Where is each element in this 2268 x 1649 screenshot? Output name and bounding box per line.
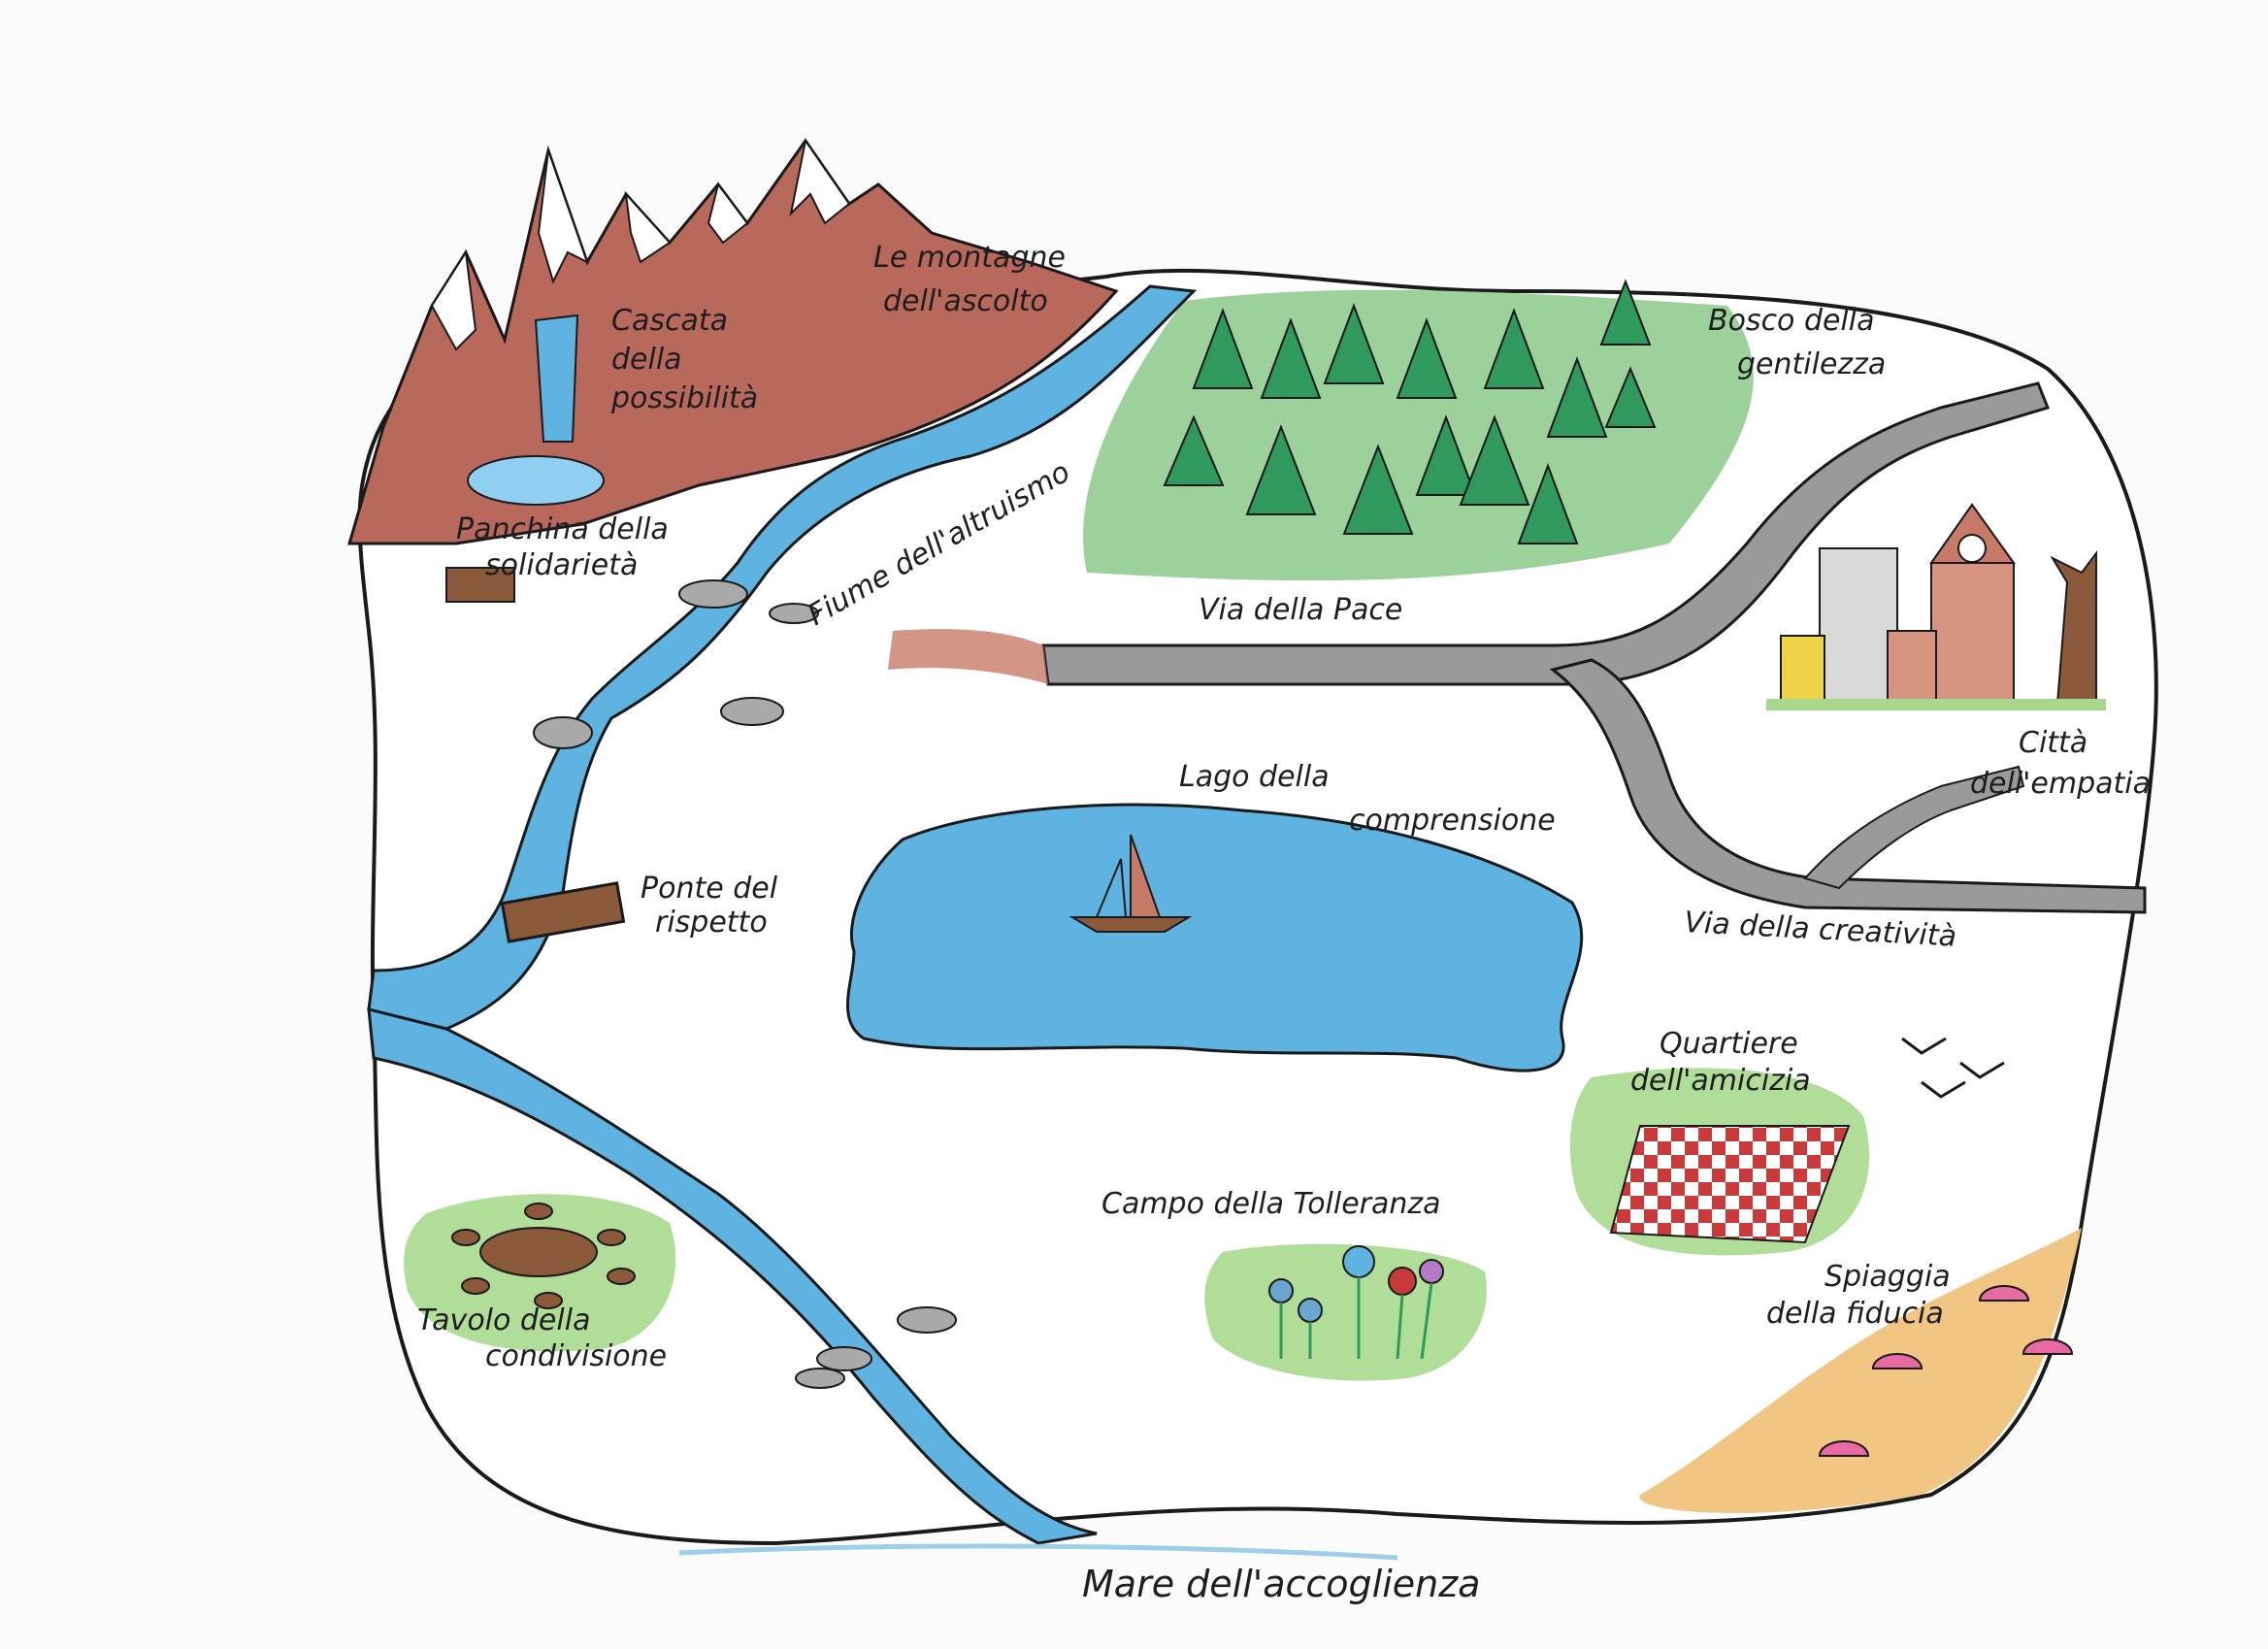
sailboat (1068, 834, 1193, 933)
label-friendship-2: dell'amicizia (1630, 1064, 1811, 1098)
forest-area (1083, 289, 1754, 581)
sharing-table (451, 1203, 636, 1309)
label-lake-2: comprensione (1349, 804, 1556, 838)
label-waterfall-1: Cascata (611, 304, 728, 338)
rocks (533, 579, 957, 1389)
label-bench-2: solidarietà (485, 548, 638, 582)
label-table-2: condivisione (485, 1339, 667, 1373)
label-beach-1: Spiaggia (1824, 1260, 1951, 1294)
label-beach-2: della fiducia (1766, 1297, 1944, 1331)
city (1766, 503, 2106, 710)
bench (445, 567, 515, 603)
label-city-1: Città (2019, 726, 2087, 760)
sea (678, 1543, 1398, 1561)
label-city-2: dell'empatia (1970, 767, 2151, 801)
river-lower (367, 1007, 1098, 1545)
terracotta-path (888, 629, 1048, 684)
label-peace-road: Via della Pace (1199, 593, 1402, 627)
label-bench-1: Panchina della (456, 512, 669, 546)
label-waterfall-3: possibilità (610, 381, 758, 415)
label-table-1: Tavolo della (417, 1303, 590, 1337)
picnic-blanket (1609, 1125, 1851, 1244)
waterfall-pool (467, 455, 605, 506)
label-bridge-2: rispetto (655, 906, 768, 940)
waterfall (534, 313, 579, 443)
label-mountains-1: Le montagne (873, 241, 1066, 275)
label-forest-2: gentilezza (1737, 347, 1886, 381)
lake (846, 803, 1584, 1072)
snow-caps (430, 138, 851, 351)
flowers (1268, 1245, 1444, 1360)
label-tolerance: Campo della Tolleranza (1101, 1187, 1441, 1221)
label-lake-1: Lago della (1179, 760, 1330, 794)
label-friendship-1: Quartiere (1660, 1027, 1798, 1061)
label-bridge-1: Ponte del (641, 872, 778, 906)
beach (1639, 1228, 2082, 1513)
branch-road (1803, 765, 2025, 890)
label-forest-1: Bosco della (1708, 304, 1875, 338)
label-sea: Mare dell'accoglienza (1082, 1563, 1480, 1605)
birds (1901, 1037, 2005, 1099)
bridge (500, 881, 626, 943)
creativity-road (1549, 658, 2147, 914)
label-waterfall-2: della (611, 343, 682, 377)
peace-road (1041, 381, 2051, 686)
umbrellas (1818, 1285, 2074, 1457)
trees (1163, 279, 1657, 544)
label-mountains-2: dell'ascolto (883, 284, 1048, 318)
